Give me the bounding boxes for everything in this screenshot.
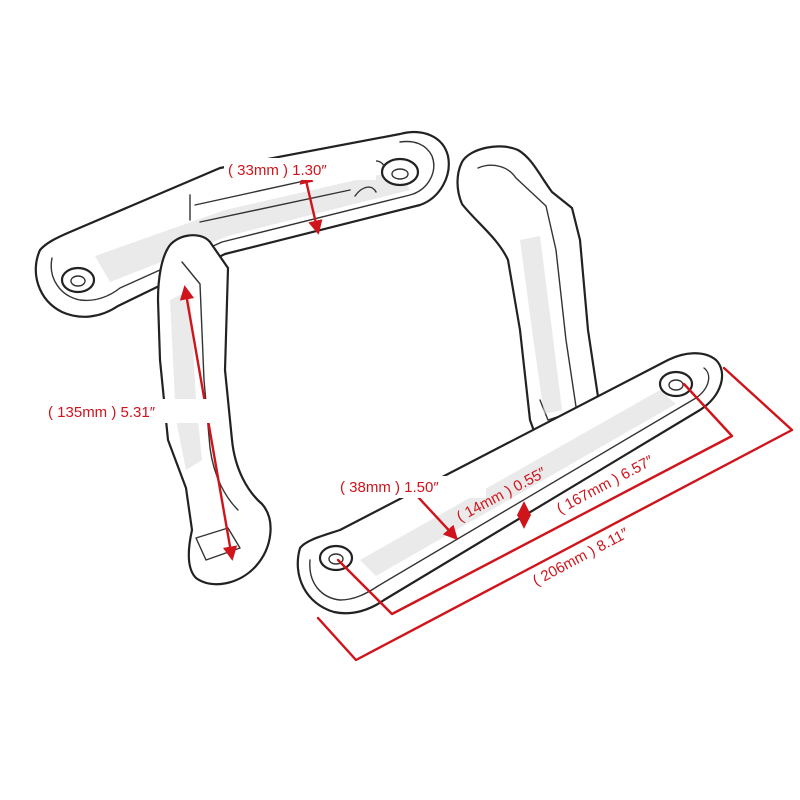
- right-plate-hole-2: [658, 370, 694, 398]
- dimension-lines: [179, 169, 794, 662]
- left-plate-hole-1: [60, 266, 96, 294]
- dim-line-top-plate-width: [299, 169, 323, 235]
- label-top-plate-width: ( 33mm ) 1.30″: [228, 162, 327, 179]
- label-left-arm-length: ( 135mm ) 5.31″: [48, 404, 156, 421]
- dim-line-overall-length: [316, 366, 794, 662]
- dim-line-hole-spacing: [336, 382, 734, 616]
- label-bottom-plate-width: ( 38mm ) 1.50″: [340, 479, 439, 496]
- left-plate-hole-2: [380, 157, 420, 187]
- right-plate-hole-1: [318, 544, 354, 572]
